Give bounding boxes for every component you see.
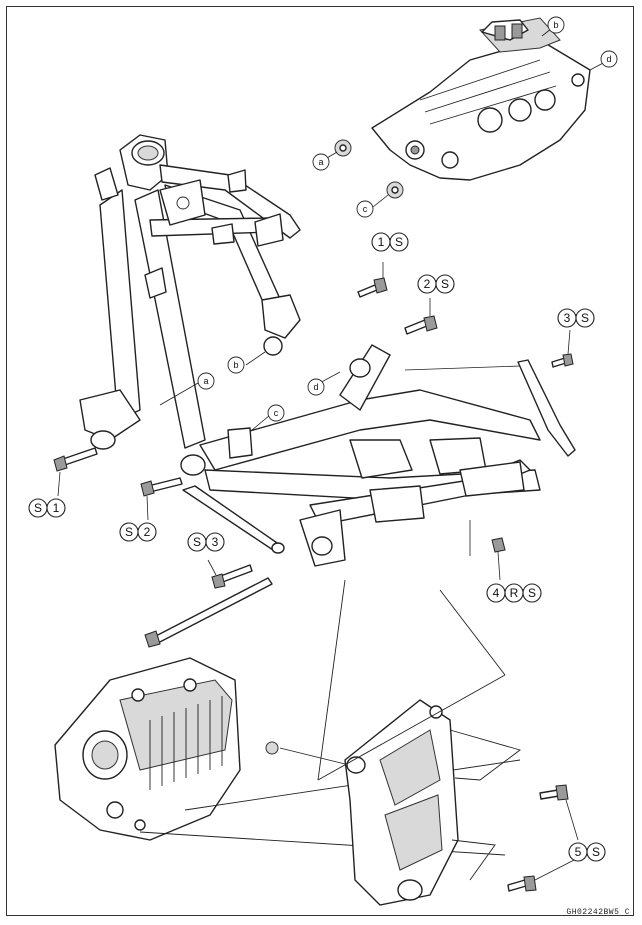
- svg-text:d: d: [313, 382, 318, 392]
- svg-text:S: S: [528, 586, 536, 600]
- callout-c-frame: c: [267, 404, 285, 422]
- callout-b-top: b: [547, 16, 565, 34]
- svg-text:b: b: [553, 20, 558, 30]
- callout-3-top: 3 S: [557, 308, 595, 328]
- callout-d-frame: d: [307, 378, 325, 396]
- svg-text:S: S: [592, 845, 600, 859]
- head-collars: [326, 24, 606, 208]
- svg-text:2: 2: [144, 525, 151, 539]
- svg-text:S: S: [125, 525, 133, 539]
- callout-1-top: 1 S: [371, 232, 409, 252]
- svg-text:S: S: [441, 277, 449, 291]
- svg-text:S: S: [581, 311, 589, 325]
- svg-text:5: 5: [575, 845, 582, 859]
- svg-text:a: a: [203, 376, 208, 386]
- svg-text:1: 1: [378, 235, 385, 249]
- svg-text:d: d: [606, 54, 611, 64]
- svg-text:b: b: [233, 360, 238, 370]
- callout-3-left: S 3: [187, 532, 225, 552]
- svg-text:2: 2: [424, 277, 431, 291]
- svg-text:c: c: [363, 204, 368, 214]
- svg-text:S: S: [34, 501, 42, 515]
- svg-text:c: c: [274, 408, 279, 418]
- diagram-frame: [6, 6, 634, 916]
- drawing-code: GH02242BW5 C: [566, 908, 630, 917]
- main-frame: [79, 134, 576, 567]
- callout-a-top: a: [312, 153, 330, 171]
- bolts: [53, 262, 579, 892]
- svg-text:1: 1: [53, 501, 60, 515]
- callout-4: 4 R S: [486, 583, 542, 603]
- callout-c-top: c: [356, 200, 374, 218]
- cylinder-head: [371, 17, 591, 181]
- svg-text:S: S: [193, 535, 201, 549]
- callout-d-top: d: [600, 50, 618, 68]
- callout-1-left: S 1: [28, 498, 66, 518]
- engine-bracket: [279, 579, 521, 906]
- svg-text:R: R: [510, 586, 519, 600]
- svg-text:S: S: [395, 235, 403, 249]
- svg-text:a: a: [318, 157, 323, 167]
- svg-text:4: 4: [493, 586, 500, 600]
- svg-text:3: 3: [564, 311, 571, 325]
- callout-5: 5 S: [568, 842, 606, 862]
- callout-b-frame: b: [227, 356, 245, 374]
- engine-crankcase: [54, 657, 521, 856]
- callout-2-left: S 2: [119, 522, 157, 542]
- svg-text:3: 3: [212, 535, 219, 549]
- callout-2-top: 2 S: [417, 274, 455, 294]
- callout-a-frame: a: [197, 372, 215, 390]
